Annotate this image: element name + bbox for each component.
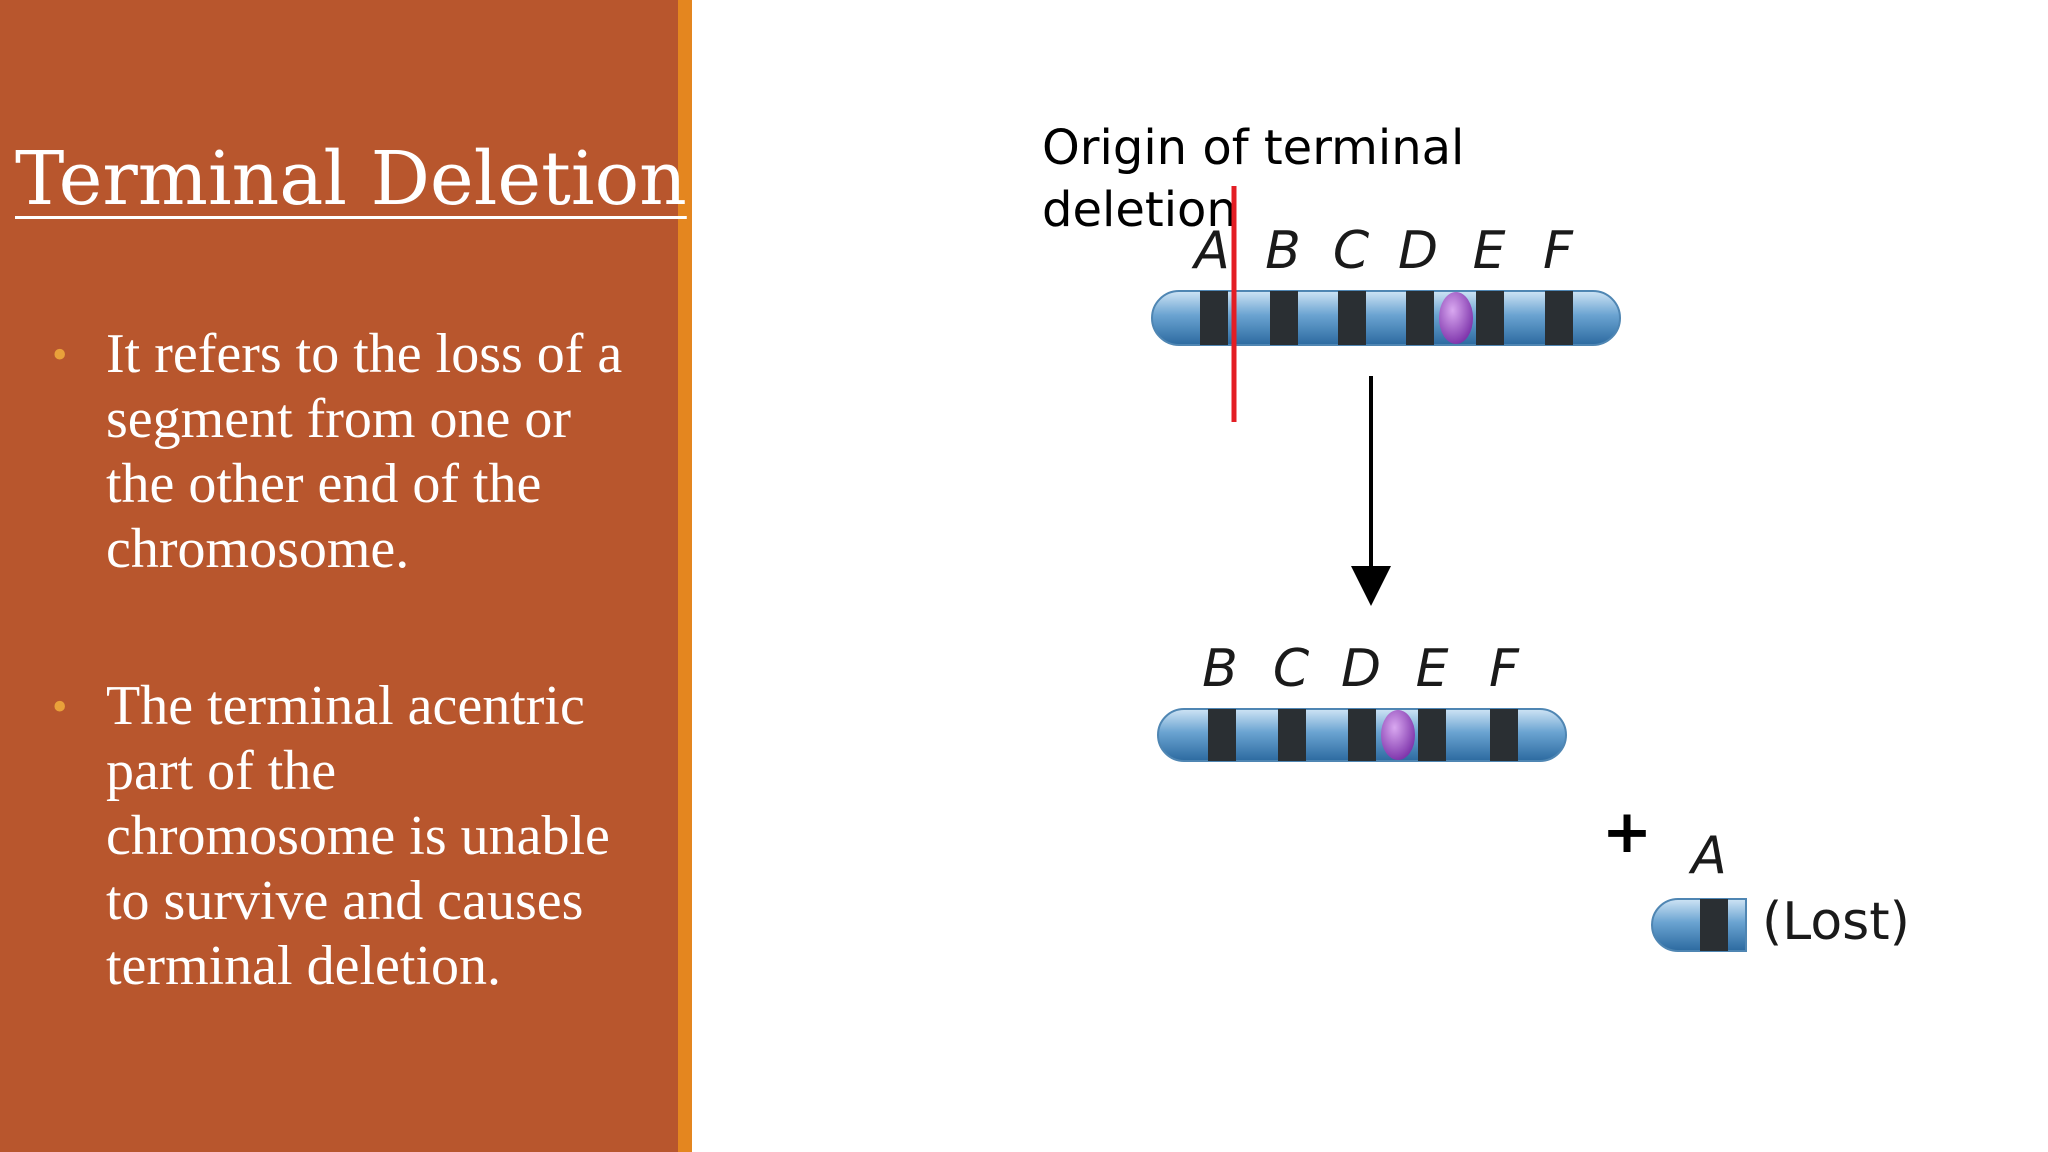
origin-label: Origin of terminal [1042,120,1464,176]
lost-fragment [1651,898,1747,952]
bullet-line: terminal deletion. [106,935,501,997]
gene-label-e: E [1473,221,1506,281]
band-e [1418,709,1446,761]
gene-label-d: D [1341,639,1381,699]
slide-title: Terminal Deletion [15,136,687,222]
gene-label-c: C [1333,221,1370,281]
lost-fragment-label: A [1688,826,1727,886]
lost-text: (Lost) [1762,892,1910,952]
bullet-line: part of the [106,740,337,802]
origin-label: deletion [1042,182,1237,238]
band-c [1338,291,1366,345]
band-a [1700,899,1728,951]
gene-label-f: F [1543,221,1574,281]
gene-label-e: E [1416,639,1449,699]
band-d [1406,291,1434,345]
gene-label-d: D [1398,221,1438,281]
accent-stripe [678,0,692,1152]
gene-label-b: B [1202,639,1238,699]
bullet-line: chromosome. [106,518,410,580]
band-d [1348,709,1376,761]
bullet-item: • The terminal acentric part of the chro… [52,674,666,999]
band-f [1545,291,1573,345]
bullet-dot-icon: • [52,682,68,731]
centromere [1381,710,1415,760]
gene-label-c: C [1273,639,1310,699]
bullet-line: the other end of the [106,453,542,515]
band-b [1270,291,1298,345]
bullet-item: • It refers to the loss of a segment fro… [52,322,666,582]
bullet-line: to survive and causes [106,870,584,932]
gene-label-b: B [1265,221,1301,281]
gene-label-f: F [1489,639,1520,699]
original-chromosome [1151,290,1621,346]
bullet-dot-icon: • [52,330,68,379]
band-c [1278,709,1306,761]
band-b [1208,709,1236,761]
bullet-line: The terminal acentric [106,675,585,737]
deleted-chromosome [1157,708,1567,762]
gene-label-a: A [1191,221,1230,281]
centromere [1439,292,1473,344]
left-panel [0,0,678,1152]
band-f [1490,709,1518,761]
plus-sign: + [1602,797,1652,867]
bullet-line: chromosome is unable [106,805,610,867]
band-e [1476,291,1504,345]
band-a [1200,291,1228,345]
bullet-line: It refers to the loss of a [106,323,623,385]
bullet-line: segment from one or [106,388,571,450]
